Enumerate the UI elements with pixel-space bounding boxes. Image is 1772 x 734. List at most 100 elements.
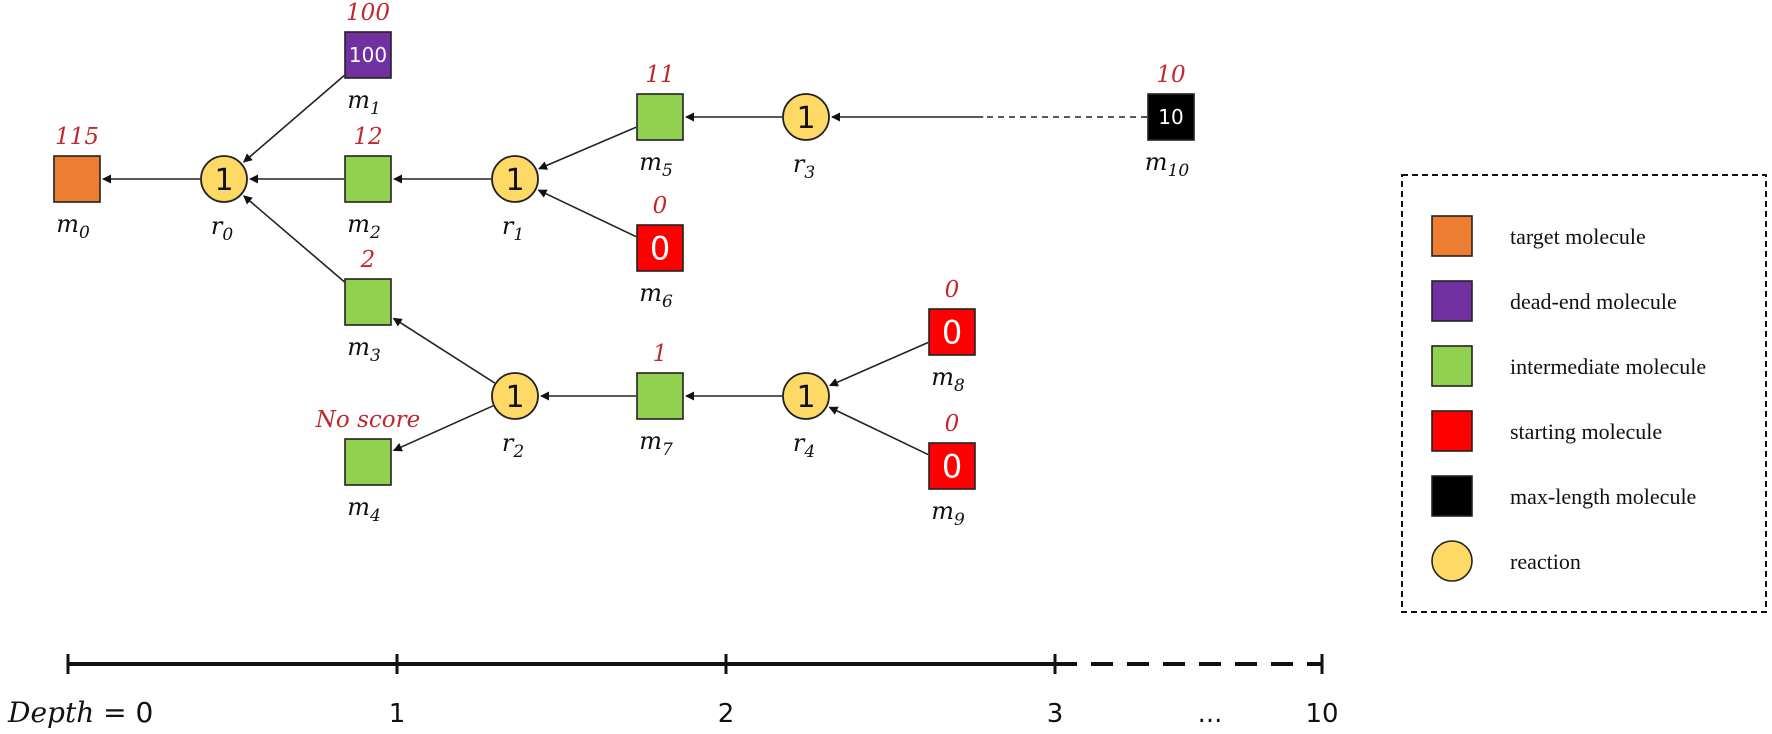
molecule-score-m3: 2	[360, 247, 376, 273]
edges-layer	[102, 74, 1147, 456]
reaction-r3: 1r3	[782, 93, 830, 183]
molecule-box-m8	[928, 308, 976, 356]
molecule-score-m1: 100	[346, 0, 390, 26]
depth-axis-label: Depth = 0	[7, 696, 153, 729]
legend-label: target molecule	[1510, 224, 1646, 249]
edge-m5-r1	[538, 126, 637, 170]
molecule-score-m4: No score	[315, 407, 420, 433]
legend-swatch-square	[1431, 410, 1473, 452]
legend-item-0: target molecule	[1431, 215, 1646, 257]
legend-swatch-circle	[1431, 540, 1473, 582]
legend-item-2: intermediate molecule	[1431, 345, 1706, 387]
molecule-box-m9	[928, 442, 976, 490]
legend-label: reaction	[1510, 549, 1581, 574]
reaction-label-r1: r1	[502, 212, 524, 245]
legend-label: dead-end molecule	[1510, 289, 1677, 314]
reaction-value-r1: 1	[505, 163, 524, 198]
legend-swatch-square	[1431, 475, 1473, 517]
depth-tick-label-2: 2	[718, 699, 735, 729]
molecule-box-score-m8: 0	[942, 314, 962, 352]
reaction-value-r3: 1	[796, 101, 815, 136]
edge-m1-r0	[243, 74, 345, 163]
depth-axis: Depth = 0 1 2 3 10...	[7, 654, 1339, 729]
molecule-box-m2	[344, 155, 392, 203]
reaction-label-r2: r2	[502, 429, 524, 462]
legend-label: intermediate molecule	[1510, 354, 1706, 379]
edge-m3-r0	[243, 195, 345, 283]
legend-label: starting molecule	[1510, 419, 1662, 444]
legend-item-4: max-length molecule	[1431, 475, 1696, 517]
molecule-label-m5: m5	[639, 148, 673, 181]
reaction-label-r4: r4	[793, 429, 815, 462]
molecule-m10: 10 10 m10	[1145, 62, 1195, 181]
legend: target molecule dead-end molecule intermed…	[1401, 174, 1767, 613]
molecule-box-m1	[344, 31, 392, 79]
legend-item-3: starting molecule	[1431, 410, 1662, 452]
reaction-circle-r2	[491, 372, 539, 420]
reaction-circle-r1	[491, 155, 539, 203]
depth-axis-ellipsis: ...	[1198, 699, 1223, 729]
molecule-m5: 11 m5	[636, 62, 684, 181]
molecule-label-m6: m6	[639, 279, 673, 312]
reaction-value-r0: 1	[214, 163, 233, 198]
legend-swatch-square	[1431, 280, 1473, 322]
reaction-circle-r0	[200, 155, 248, 203]
reaction-r2: 1r2	[491, 372, 539, 462]
molecule-m3: 2 m3	[344, 247, 392, 366]
reaction-value-r2: 1	[505, 380, 524, 415]
molecule-box-m3	[344, 278, 392, 326]
molecule-box-score-m1: 100	[349, 43, 387, 67]
molecule-m6: 0 0 m6	[636, 193, 684, 312]
molecule-score-m6: 0	[653, 193, 668, 219]
legend-item-1: dead-end molecule	[1431, 280, 1677, 322]
edge-m9-r4	[828, 406, 929, 456]
depth-tick-label-3: 3	[1047, 699, 1064, 729]
molecule-box-m0	[53, 155, 101, 203]
reaction-value-r4: 1	[796, 380, 815, 415]
legend-swatch-square	[1431, 215, 1473, 257]
reaction-r4: 1r4	[782, 372, 830, 462]
molecule-box-m5	[636, 93, 684, 141]
reaction-circle-r4	[782, 372, 830, 420]
reaction-circle-r3	[782, 93, 830, 141]
legend-item-5: reaction	[1431, 540, 1581, 582]
molecule-box-score-m6: 0	[650, 230, 670, 268]
molecule-label-m1: m1	[347, 86, 381, 119]
molecule-score-m10: 10	[1156, 62, 1185, 88]
molecule-label-m3: m3	[347, 333, 381, 366]
molecule-m8: 0 0 m8	[928, 277, 976, 396]
molecule-label-m0: m0	[56, 210, 90, 243]
molecule-box-m7	[636, 372, 684, 420]
edge-r2-m4	[392, 405, 494, 452]
depth-tick-label-10: 10	[1305, 699, 1338, 729]
molecule-box-m10	[1147, 93, 1195, 141]
reaction-r1: 1r1	[491, 155, 539, 245]
molecule-label-m2: m2	[347, 210, 381, 243]
legend-swatch-square	[1431, 345, 1473, 387]
molecule-label-m4: m4	[347, 493, 381, 526]
molecule-m7: 1m7	[636, 341, 684, 460]
molecule-label-m10: m10	[1145, 148, 1190, 181]
edge-m6-r1	[537, 189, 637, 238]
molecule-score-m9: 0	[945, 411, 960, 437]
molecule-box-score-m9: 0	[942, 448, 962, 486]
molecule-box-m4	[344, 438, 392, 486]
edge-r2-m3	[392, 317, 496, 384]
reaction-label-r3: r3	[793, 150, 815, 183]
molecule-score-m0: 115	[55, 124, 99, 150]
reaction-r0: 1r0	[200, 155, 248, 245]
edge-m8-r4	[828, 341, 929, 387]
molecule-label-m7: m7	[639, 427, 673, 460]
depth-tick-label-1: 1	[389, 699, 406, 729]
molecule-label-m8: m8	[931, 363, 965, 396]
reaction-label-r0: r0	[211, 212, 233, 245]
molecule-m0: 115 m0	[53, 124, 101, 243]
molecule-box-score-m10: 10	[1158, 105, 1183, 129]
molecule-box-m6	[636, 224, 684, 272]
molecule-score-m8: 0	[945, 277, 960, 303]
molecule-score-m5: 11	[645, 62, 674, 88]
